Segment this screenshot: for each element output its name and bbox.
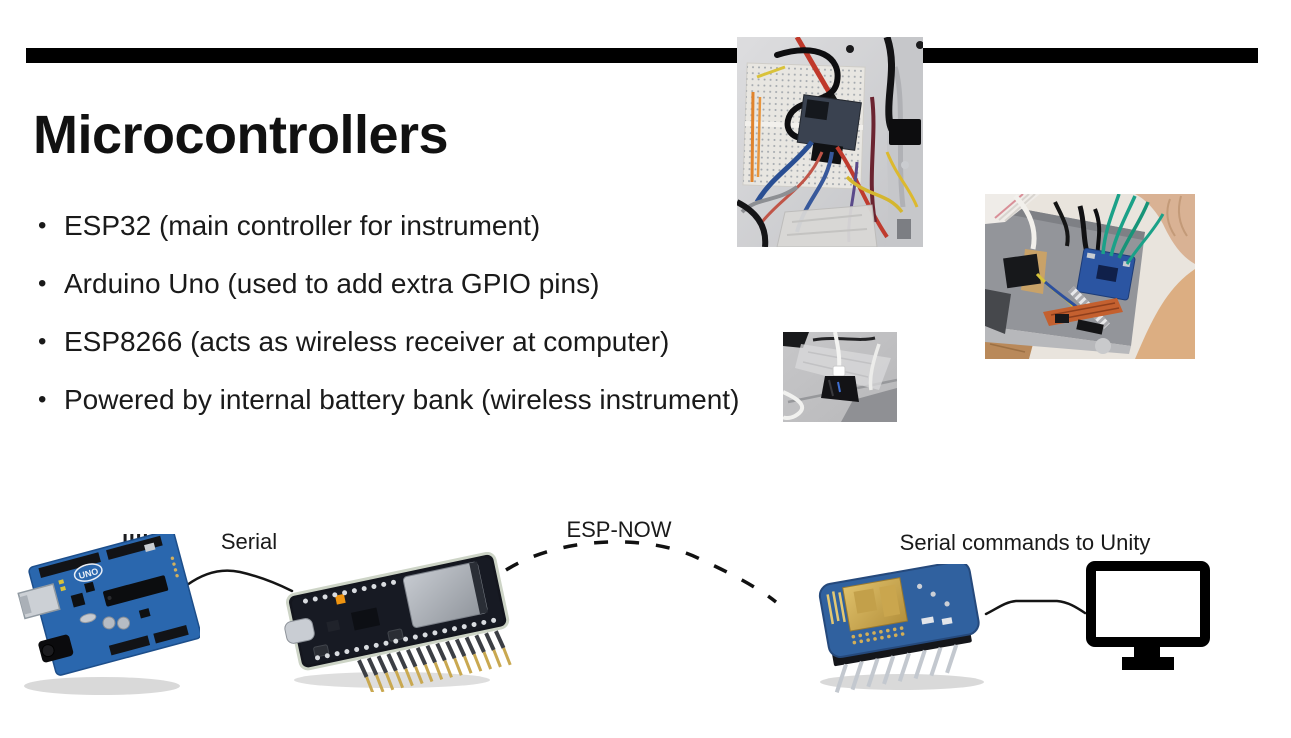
esp32-devkit-art xyxy=(284,551,512,695)
breadboard-photo-art xyxy=(737,37,923,247)
bullet-item: Powered by internal battery bank (wirele… xyxy=(36,378,781,422)
enclosure-photo-art xyxy=(985,194,1195,359)
unity-connection-line xyxy=(984,599,1087,616)
bullet-item: ESP32 (main controller for instrument) xyxy=(36,204,781,248)
arduino-uno-photo: UNO xyxy=(10,523,202,702)
arduino-board-text: UNO xyxy=(78,566,100,581)
bullet-text: ESP32 (main controller for instrument) xyxy=(64,210,541,241)
computer-monitor-icon xyxy=(1086,561,1212,671)
espnow-wireless-arc xyxy=(505,540,778,604)
top-accent-bar xyxy=(26,48,1258,63)
cable-photo-art xyxy=(783,332,897,422)
bullet-item: Arduino Uno (used to add extra GPIO pins… xyxy=(36,262,781,306)
enclosure-pcb-wiring-photo xyxy=(985,194,1195,359)
esp8266-art xyxy=(818,560,984,693)
bullet-text: Arduino Uno (used to add extra GPIO pins… xyxy=(64,268,600,299)
bullet-item: ESP8266 (acts as wireless receiver at co… xyxy=(36,320,781,364)
unity-label: Serial commands to Unity xyxy=(899,530,1151,555)
bullet-text: ESP8266 (acts as wireless receiver at co… xyxy=(64,326,670,357)
page-title: Microcontrollers xyxy=(33,105,449,165)
serial-label: Serial xyxy=(220,529,278,554)
monitor-icon-art xyxy=(1086,561,1210,670)
bullet-list: ESP32 (main controller for instrument) A… xyxy=(36,204,781,436)
espnow-label: ESP-NOW xyxy=(566,517,672,542)
esp8266-d1-mini-photo xyxy=(802,560,997,694)
bullet-text: Powered by internal battery bank (wirele… xyxy=(64,384,740,415)
breadboard-wiring-photo xyxy=(737,37,923,247)
esp32-devkit-photo xyxy=(272,551,512,695)
arduino-uno-art: UNO xyxy=(17,523,202,695)
cable-connector-photo xyxy=(783,332,897,422)
